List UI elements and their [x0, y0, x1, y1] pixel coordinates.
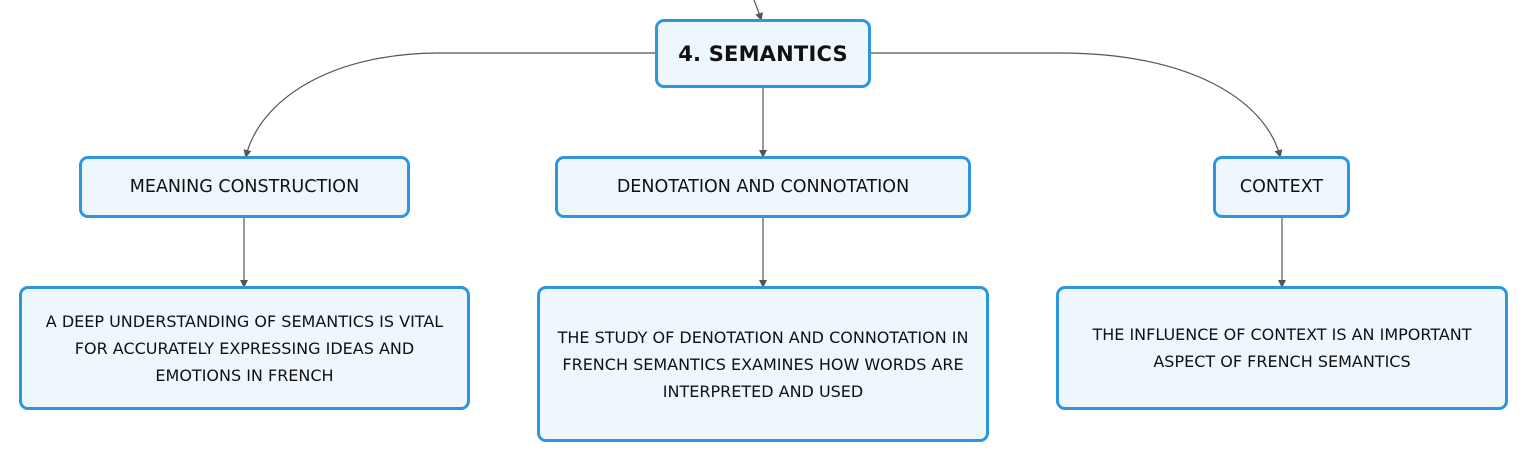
branch-node-label: MEANING CONSTRUCTION	[129, 177, 360, 197]
leaf-node-denotation-detail[interactable]: THE STUDY OF DENOTATION AND CONNOTATION …	[537, 286, 989, 442]
branch-node-context[interactable]: CONTEXT	[1213, 156, 1350, 218]
connector-root-to-meaning	[243, 52, 655, 158]
leaf-node-context-detail[interactable]: THE INFLUENCE OF CONTEXT IS AN IMPORTANT…	[1056, 286, 1508, 410]
branch-node-denotation-and-connotation[interactable]: DENOTATION AND CONNOTATION	[555, 156, 971, 218]
connector-parent-to-root	[753, 0, 763, 21]
root-node-label: 4. SEMANTICS	[678, 41, 848, 66]
connector-root-to-context	[871, 52, 1283, 158]
root-node-semantics[interactable]: 4. SEMANTICS	[655, 19, 871, 88]
leaf-node-text: THE STUDY OF DENOTATION AND CONNOTATION …	[557, 327, 969, 401]
leaf-node-text: A DEEP UNDERSTANDING OF SEMANTICS IS VIT…	[45, 311, 444, 385]
leaf-node-meaning-construction-detail[interactable]: A DEEP UNDERSTANDING OF SEMANTICS IS VIT…	[19, 286, 470, 410]
branch-node-label: DENOTATION AND CONNOTATION	[616, 177, 910, 197]
leaf-node-text: THE INFLUENCE OF CONTEXT IS AN IMPORTANT…	[1092, 325, 1472, 371]
branch-node-meaning-construction[interactable]: MEANING CONSTRUCTION	[79, 156, 410, 218]
branch-node-label: CONTEXT	[1239, 177, 1324, 197]
